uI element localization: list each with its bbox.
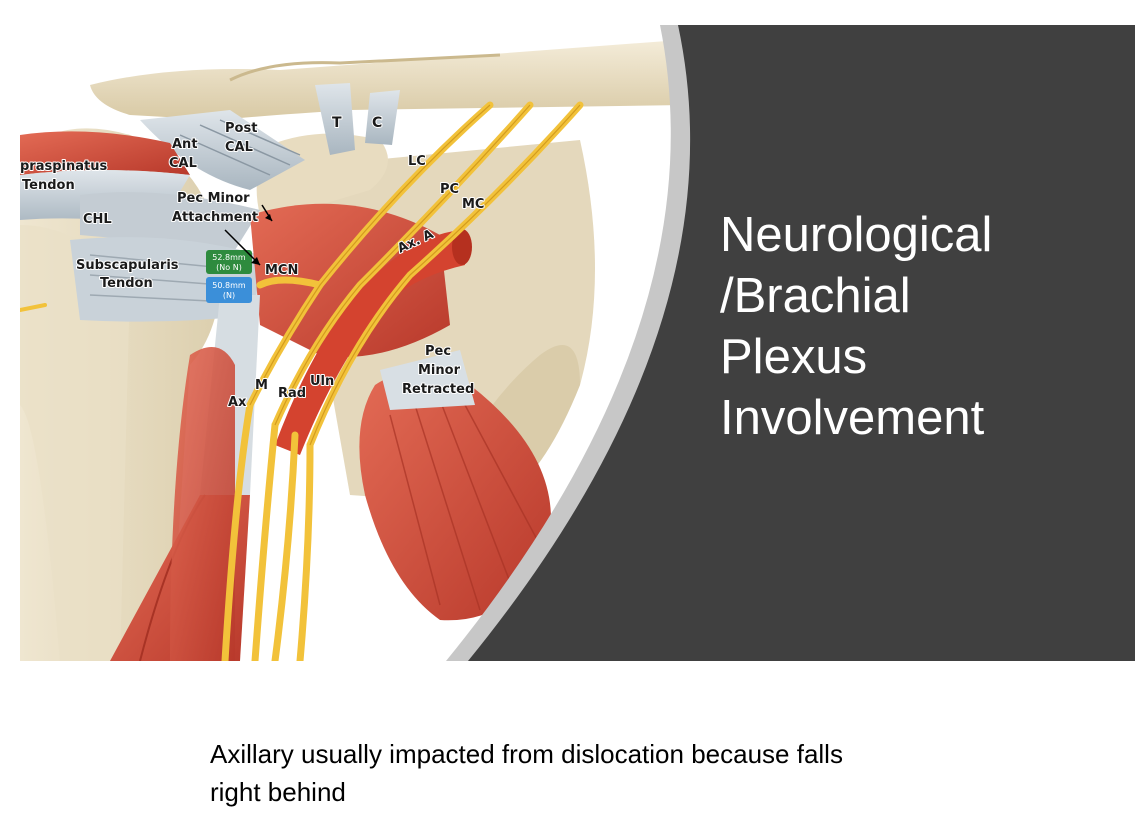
- measurement-green-value: 52.8mm: [212, 253, 246, 262]
- label-pec: Pec: [425, 344, 451, 359]
- label-uln: Uln: [310, 374, 334, 389]
- measurement-blue-note: (N): [223, 291, 235, 300]
- label-attachment: Attachment: [172, 210, 258, 225]
- conoid-ligament: [365, 90, 400, 145]
- label-rad: Rad: [278, 386, 306, 401]
- label-subscapularis-tendon: Tendon: [100, 276, 153, 291]
- label-retracted: Retracted: [402, 382, 474, 397]
- ulnar-nerve: [300, 445, 310, 661]
- label-minor: Minor: [418, 363, 461, 378]
- slide-title: Neurological /Brachial Plexus Involvemen…: [720, 205, 1120, 449]
- median-nerve: [255, 425, 275, 661]
- label-mcn: MCN: [265, 263, 298, 278]
- label-pec-minor: Pec Minor: [177, 191, 250, 206]
- label-lc: LC: [408, 154, 426, 169]
- slide-notes-text: Axillary usually impacted from dislocati…: [210, 735, 930, 811]
- label-t: T: [332, 115, 342, 131]
- label-c: C: [372, 115, 382, 131]
- label-mc: MC: [462, 197, 484, 212]
- label-chl: CHL: [83, 212, 112, 227]
- measurement-green-note: (No N): [216, 263, 242, 272]
- label-supraspinatus-tendon: Tendon: [22, 178, 75, 193]
- label-subscapularis: Subscapularis: [76, 258, 179, 273]
- label-ant-cal: Ant: [172, 137, 198, 152]
- slide: 52.8mm (No N) 50.8mm (N) praspinatus Ten…: [20, 25, 1135, 661]
- label-ant-cal-2: CAL: [169, 156, 197, 171]
- label-post-cal: Post: [225, 121, 257, 136]
- label-m: M: [255, 378, 268, 393]
- label-pc: PC: [440, 182, 459, 197]
- label-ax: Ax: [228, 395, 247, 410]
- measurement-blue-value: 50.8mm: [212, 281, 246, 290]
- radial-nerve: [275, 435, 295, 661]
- label-supraspinatus: praspinatus: [20, 159, 107, 174]
- label-post-cal-2: CAL: [225, 140, 253, 155]
